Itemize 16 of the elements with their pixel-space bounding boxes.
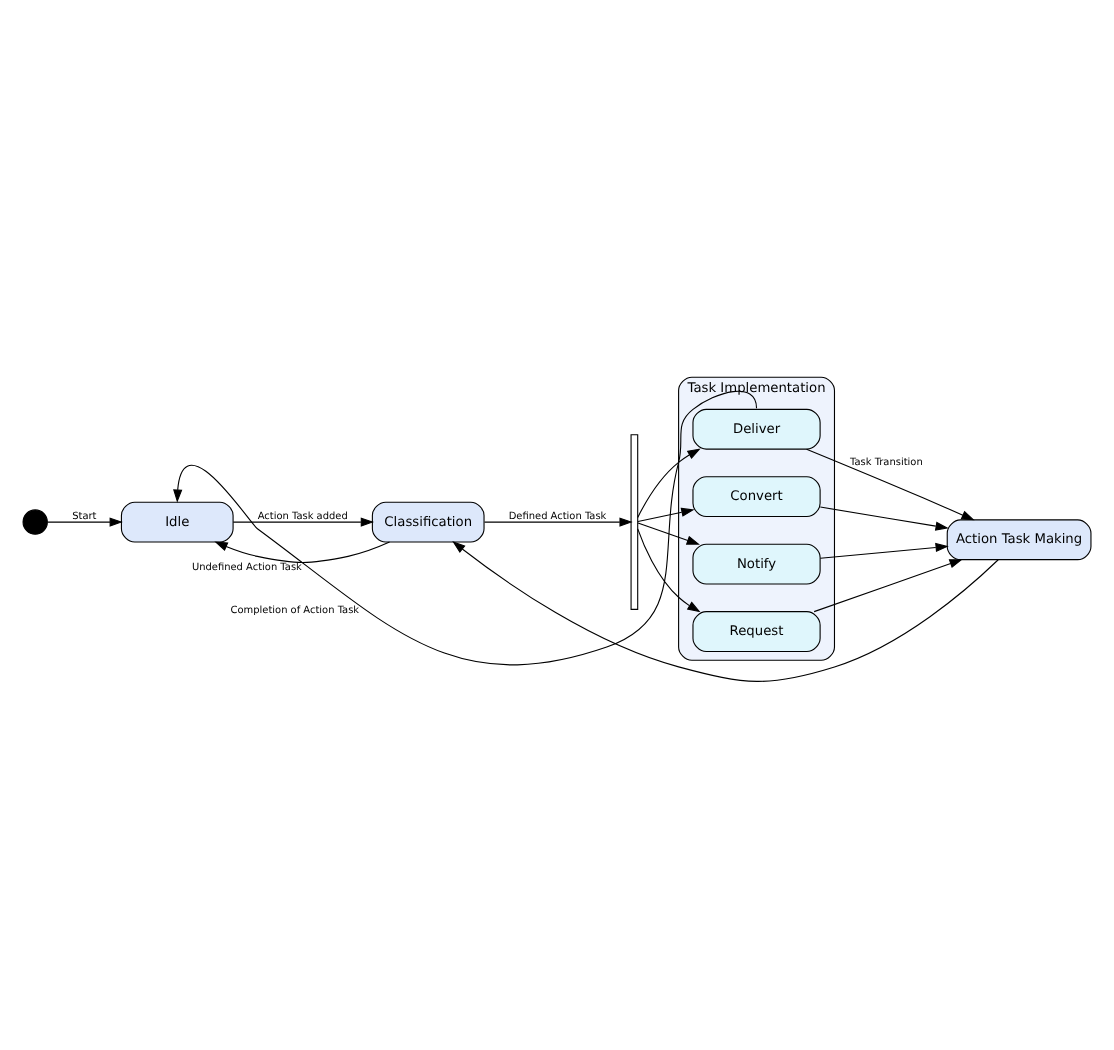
arrow: [637, 507, 695, 523]
node-circle: [22, 509, 48, 535]
arrow: [806, 448, 975, 521]
arrow: [637, 522, 700, 545]
arrow: [483, 517, 633, 527]
arrow: [819, 506, 949, 531]
arrow: [47, 517, 123, 527]
node-bar: [630, 434, 639, 610]
arrow: [637, 448, 701, 518]
arrow: [173, 390, 758, 666]
arrow: [232, 517, 375, 527]
arrow: [214, 541, 391, 564]
arrow: [637, 528, 701, 613]
arrow: [819, 542, 949, 559]
arrow: [452, 541, 999, 682]
arrow: [813, 559, 963, 613]
